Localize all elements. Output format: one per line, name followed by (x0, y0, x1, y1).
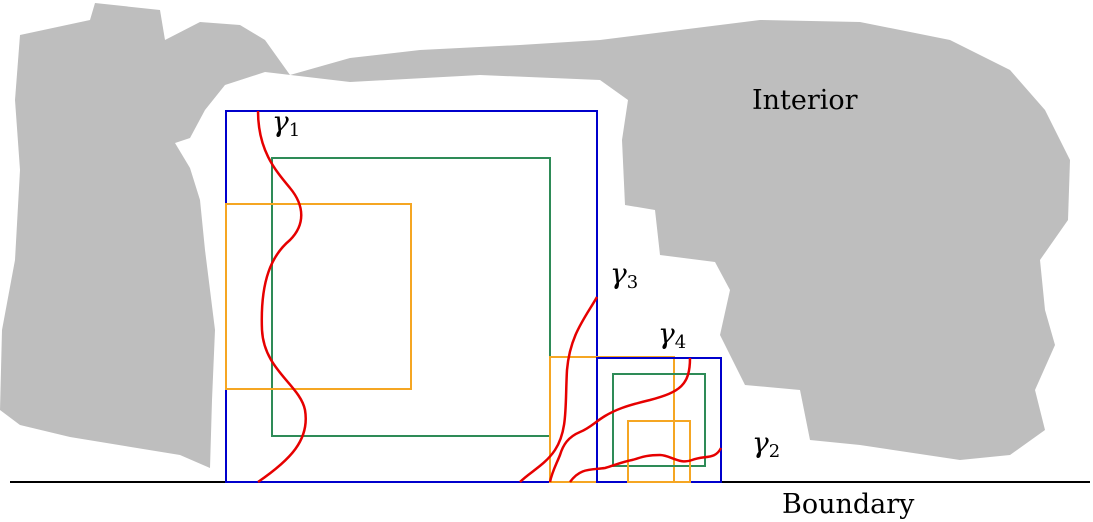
large-orange-box (225, 203, 412, 390)
gamma-symbol: γ (272, 105, 289, 138)
small-green-box (612, 373, 706, 467)
interior-label: Interior (752, 85, 858, 116)
gamma-3-label: γ3 (610, 257, 638, 293)
boundary-label: Boundary (782, 489, 915, 520)
small-orange-box (627, 420, 691, 483)
large-green-box (271, 157, 551, 437)
gamma-1-subscript: 1 (289, 120, 300, 141)
gamma-1-label: γ1 (272, 105, 300, 141)
gamma-2-subscript: 2 (769, 441, 780, 462)
gamma-3-subscript: 3 (627, 272, 638, 293)
curve-gamma-2 (568, 447, 723, 483)
curve-gamma-4 (548, 357, 692, 483)
gamma-symbol: γ (658, 317, 675, 350)
gamma-2-label: γ2 (752, 426, 780, 462)
interior-region (0, 3, 1070, 468)
gamma-symbol: γ (752, 426, 769, 459)
gamma-4-label: γ4 (658, 317, 686, 353)
gamma-4-subscript: 4 (675, 332, 686, 353)
curve-gamma-1 (256, 110, 308, 484)
curve-gamma-3 (519, 296, 599, 483)
gamma-symbol: γ (610, 257, 627, 290)
